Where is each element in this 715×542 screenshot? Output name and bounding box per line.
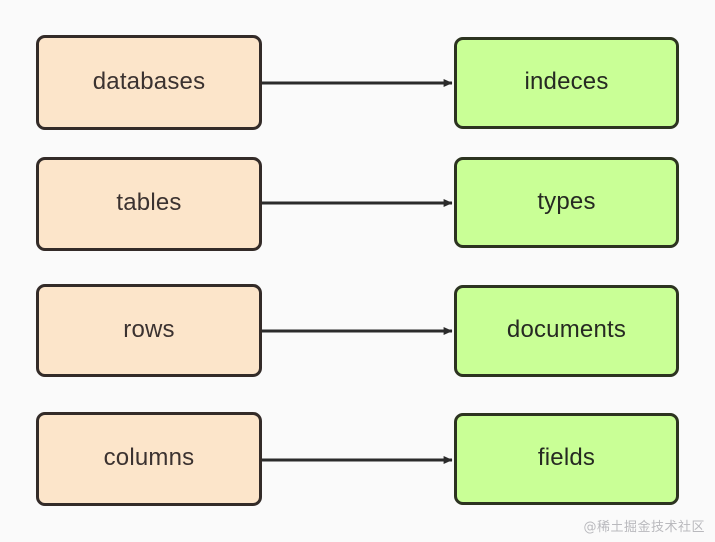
node-es-types[interactable]: types: [454, 157, 679, 248]
node-es-indeces[interactable]: indeces: [454, 37, 679, 129]
node-label: fields: [537, 444, 596, 471]
node-sql-tables[interactable]: tables: [36, 157, 262, 251]
node-es-documents[interactable]: documents: [454, 285, 679, 377]
node-es-fields[interactable]: fields: [454, 413, 679, 505]
node-label: databases: [92, 67, 206, 95]
node-label: rows: [123, 315, 175, 343]
node-label: tables: [116, 189, 182, 216]
node-label: columns: [103, 444, 195, 471]
node-label: indeces: [524, 68, 609, 95]
watermark-text: @稀土掘金技术社区: [583, 520, 705, 535]
node-label: types: [537, 187, 596, 215]
node-sql-rows[interactable]: rows: [36, 284, 262, 377]
node-label: documents: [506, 316, 627, 343]
node-sql-columns[interactable]: columns: [36, 412, 262, 506]
node-sql-databases[interactable]: databases: [36, 35, 262, 130]
